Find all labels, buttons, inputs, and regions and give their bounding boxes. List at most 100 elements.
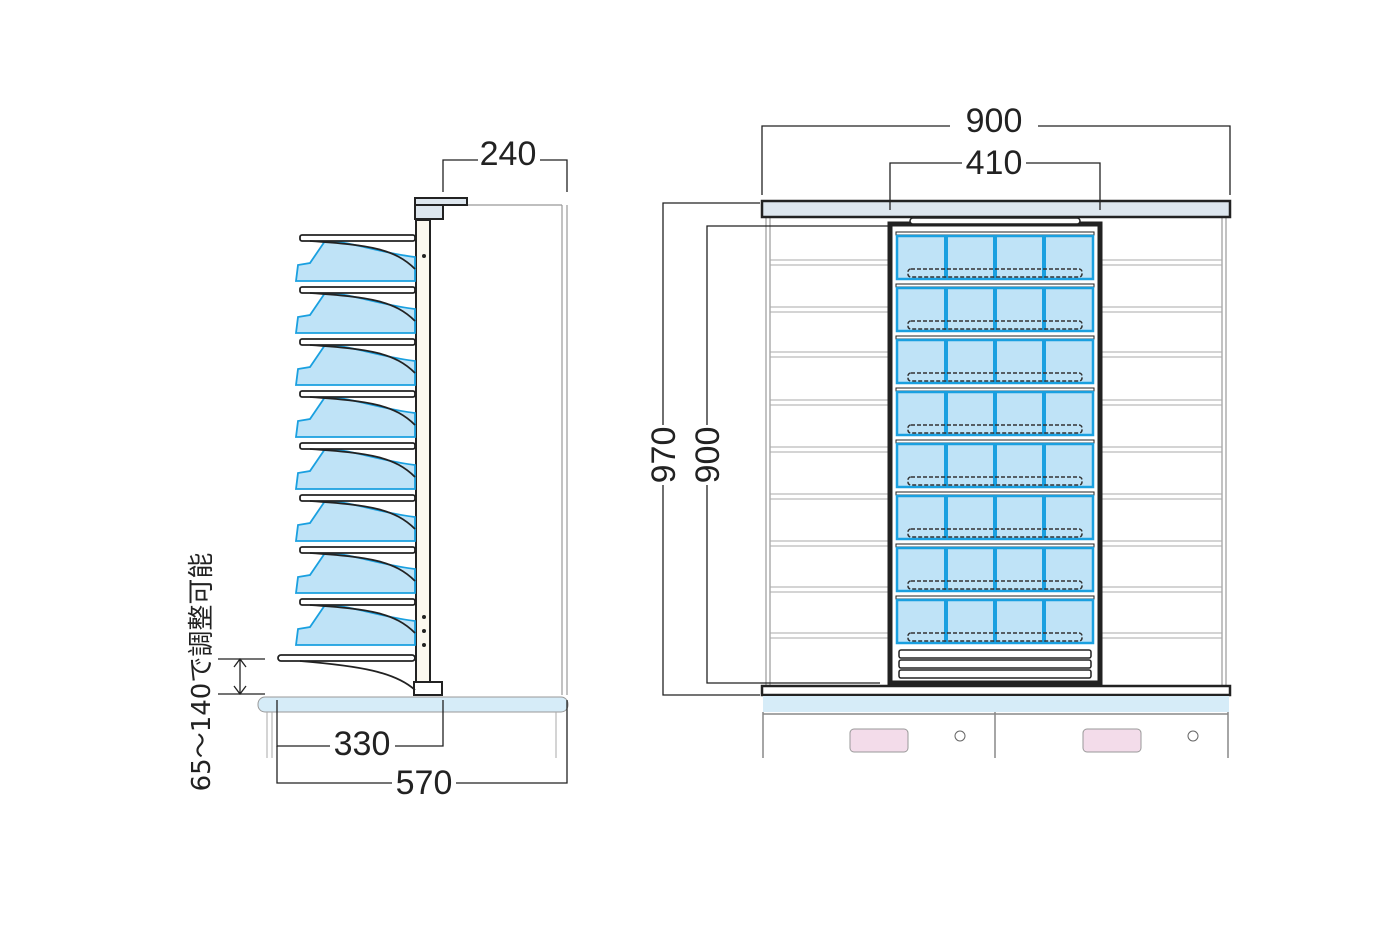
counter-top bbox=[257, 696, 569, 713]
tray-side bbox=[294, 396, 416, 438]
lock-icon bbox=[954, 730, 966, 742]
base-foot bbox=[413, 681, 443, 696]
tray-shelf bbox=[895, 283, 1095, 288]
side-panel-slat bbox=[770, 493, 1222, 500]
side-panel-slat bbox=[770, 540, 1222, 547]
dim-line-240 bbox=[442, 159, 568, 192]
top-bracket bbox=[414, 204, 444, 220]
tray-divider bbox=[1042, 600, 1046, 643]
post-hole bbox=[422, 615, 426, 619]
bottom-drawer-slat bbox=[898, 659, 1092, 669]
shelf-bracket bbox=[309, 344, 416, 374]
front-view bbox=[760, 199, 1232, 758]
upright-post bbox=[415, 219, 431, 696]
tray-divider bbox=[944, 548, 948, 591]
shelf-plate bbox=[299, 234, 416, 242]
shelf-plate bbox=[299, 390, 416, 398]
tray-side bbox=[294, 292, 416, 334]
base-plate bbox=[760, 684, 1232, 697]
top-cap bbox=[414, 197, 468, 206]
tray-divider bbox=[993, 548, 997, 591]
counter-front bbox=[763, 696, 1229, 712]
dim-label-900-height: 900 bbox=[689, 427, 727, 484]
side-panel-slat bbox=[770, 351, 1222, 358]
dimensions bbox=[218, 125, 1231, 784]
dim-line-900-width bbox=[761, 125, 1231, 195]
post-hole bbox=[422, 643, 426, 647]
shelf-bracket bbox=[309, 604, 416, 634]
shelf-bracket bbox=[309, 396, 416, 426]
dim-line-900-height bbox=[706, 225, 890, 684]
dim-label-900-width: 900 bbox=[966, 102, 1023, 140]
drawer-handle bbox=[849, 728, 909, 753]
lock-icon bbox=[1187, 730, 1199, 742]
tray-divider bbox=[1042, 288, 1046, 331]
tray-divider bbox=[944, 288, 948, 331]
tray-side bbox=[294, 240, 416, 282]
adjust-range-note: 65～140で調整可能 bbox=[187, 553, 217, 792]
tray-divider bbox=[1042, 392, 1046, 435]
dim-label-240: 240 bbox=[480, 135, 537, 173]
bottom-drawer-slat bbox=[898, 669, 1092, 679]
tray-divider bbox=[993, 600, 997, 643]
dim-label-570: 570 bbox=[396, 764, 453, 802]
tray-label-holder bbox=[907, 528, 1083, 538]
tray-shelf bbox=[895, 387, 1095, 392]
tray-divider bbox=[1042, 444, 1046, 487]
tray-label-holder bbox=[907, 320, 1083, 330]
side-panel-slat bbox=[770, 586, 1222, 593]
cabinet-lines bbox=[762, 712, 1229, 758]
tray-shelf bbox=[895, 231, 1095, 236]
tray-label-holder bbox=[907, 580, 1083, 590]
tray-shelf bbox=[895, 335, 1095, 340]
dim-line-570 bbox=[276, 700, 568, 784]
top-bar bbox=[760, 199, 1232, 219]
post-hole bbox=[422, 629, 426, 633]
tray-divider bbox=[944, 236, 948, 279]
tray-divider bbox=[944, 600, 948, 643]
shelf-bracket bbox=[309, 500, 416, 530]
adjust-arrow bbox=[218, 657, 265, 696]
dim-label-410: 410 bbox=[966, 144, 1023, 182]
tray-label-holder bbox=[907, 632, 1083, 642]
tray-divider bbox=[944, 340, 948, 383]
tray-label-holder bbox=[907, 424, 1083, 434]
bottom-drawer-slat bbox=[898, 649, 1092, 659]
shelf-plate bbox=[299, 442, 416, 450]
tray-divider bbox=[993, 236, 997, 279]
tray-divider bbox=[944, 444, 948, 487]
back-panel-lines bbox=[561, 205, 568, 695]
shelf-bracket bbox=[309, 292, 416, 322]
tray-divider bbox=[1042, 340, 1046, 383]
side-panel-slat bbox=[770, 306, 1222, 313]
tray-divider bbox=[944, 392, 948, 435]
tray-divider bbox=[993, 340, 997, 383]
shelf-bracket bbox=[309, 240, 416, 270]
tray-side bbox=[294, 344, 416, 386]
shelf-plate bbox=[299, 286, 416, 294]
side-panel-edges bbox=[765, 218, 1227, 688]
shelf-bracket bbox=[309, 448, 416, 478]
counter-legs bbox=[266, 712, 557, 758]
shelf-plate bbox=[299, 598, 416, 606]
shelf-plate bbox=[299, 338, 416, 346]
dim-line-970 bbox=[662, 202, 760, 696]
shelf-bracket bbox=[309, 552, 416, 582]
side-panel-slat bbox=[770, 446, 1222, 453]
tray-shelf bbox=[895, 543, 1095, 548]
tray-divider bbox=[1042, 496, 1046, 539]
unit-top-cap bbox=[909, 217, 1081, 225]
tray-divider bbox=[993, 392, 997, 435]
tray-divider bbox=[993, 288, 997, 331]
dim-line-410 bbox=[889, 162, 1101, 210]
tray-side bbox=[294, 500, 416, 542]
side-panel-slat bbox=[770, 259, 1222, 266]
shelf-plate bbox=[299, 494, 416, 502]
tray-shelf bbox=[895, 595, 1095, 600]
bottom-shelf-plate bbox=[277, 654, 416, 662]
tray-divider bbox=[993, 496, 997, 539]
dim-label-330: 330 bbox=[334, 725, 391, 763]
tray-divider bbox=[1042, 236, 1046, 279]
